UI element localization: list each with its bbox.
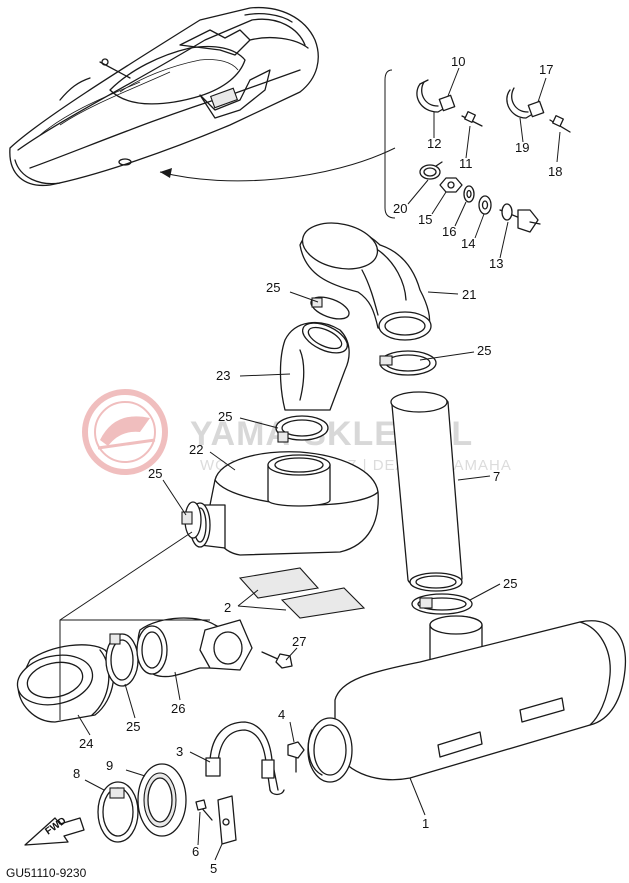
callout-9: 9: [106, 758, 113, 773]
callout-22: 22: [189, 442, 203, 457]
callout-13: 13: [489, 256, 503, 271]
callout-25-left: 25: [148, 466, 162, 481]
strap-3: [205, 721, 285, 796]
hose-23: [279, 321, 350, 411]
diagram-code: GU51110-9230: [6, 866, 87, 880]
hose-clamp-25-mid: [275, 415, 329, 443]
callout-19: 19: [515, 140, 529, 155]
callout-25-right: 25: [477, 343, 491, 358]
muffler-1: [307, 615, 627, 783]
callout-7: 7: [493, 469, 500, 484]
callout-25-farleft: 25: [126, 719, 140, 734]
callout-25-mid: 25: [218, 409, 232, 424]
outlet-pipe-24: [16, 644, 115, 723]
washer-16: [463, 185, 475, 203]
clip-17-19: [506, 87, 545, 119]
water-lock-22: [189, 451, 379, 556]
fitting-13: [499, 203, 541, 233]
callout-25-lower: 25: [503, 576, 517, 591]
clamp-20: [419, 161, 443, 180]
hose-clamp-25-farleft: [105, 633, 139, 687]
watermark-logo: [82, 389, 168, 475]
elbow-26: [136, 617, 253, 678]
nut-15: [439, 177, 463, 193]
bolt-27: [261, 651, 293, 669]
callout-10: 10: [451, 54, 465, 69]
callout-numbers: 10 12 11 17 19 18 20 15 16 14 13 21 25 2…: [73, 54, 562, 876]
clip-10-12: [416, 79, 456, 113]
inset-pointer-line: [159, 147, 396, 182]
ring-9: [137, 763, 187, 837]
hose-7: [390, 391, 463, 592]
callout-17: 17: [539, 62, 553, 77]
callout-27: 27: [292, 634, 306, 649]
callout-24: 24: [79, 736, 93, 751]
bracket-5: [217, 795, 237, 845]
hose-clamp-25-right: [379, 350, 437, 376]
hose-clamp-25-lower: [411, 593, 473, 615]
callout-8: 8: [73, 766, 80, 781]
callout-4: 4: [278, 707, 285, 722]
hose-clamp-25-top: [310, 296, 350, 320]
gasket-pads-2: [238, 567, 366, 619]
hose-clamp-25-left: [181, 501, 202, 539]
watercraft-illustration: [9, 6, 319, 187]
callout-2: 2: [224, 600, 231, 615]
callout-25-top: 25: [266, 280, 280, 295]
callout-1: 1: [422, 816, 429, 831]
callout-15: 15: [418, 212, 432, 227]
callout-21: 21: [462, 287, 476, 302]
callout-3: 3: [176, 744, 183, 759]
callout-18: 18: [548, 164, 562, 179]
callout-14: 14: [461, 236, 475, 251]
callout-26: 26: [171, 701, 185, 716]
callout-20: 20: [393, 201, 407, 216]
inset-bracket: [384, 69, 396, 219]
washer-14: [478, 195, 492, 215]
fwd-arrow-icon: FWD: [24, 815, 85, 846]
leader-lines: [59, 67, 561, 861]
pin-11: [461, 111, 483, 127]
callout-11: 11: [459, 156, 473, 171]
callout-23: 23: [216, 368, 230, 383]
clamp-8: [97, 781, 139, 843]
callout-12: 12: [427, 136, 441, 151]
elbow-hose-21: [299, 222, 432, 341]
callout-6: 6: [192, 844, 199, 859]
bolt-4: [287, 741, 305, 773]
screw-6: [195, 799, 213, 821]
callout-5: 5: [210, 861, 217, 876]
callout-16: 16: [442, 224, 456, 239]
pin-18: [549, 115, 571, 133]
